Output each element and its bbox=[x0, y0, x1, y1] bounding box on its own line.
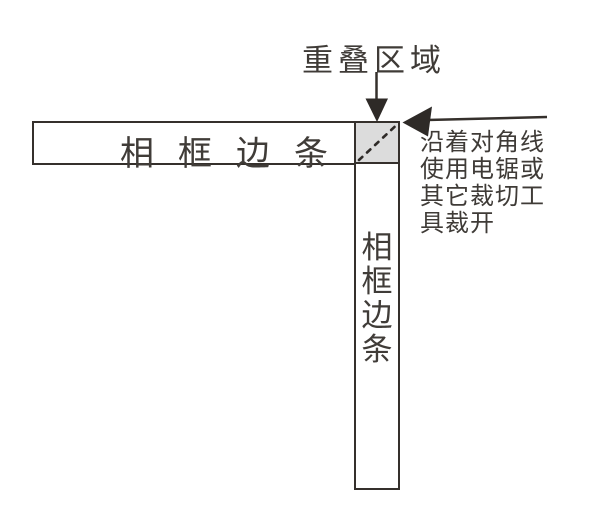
note-line: 使用电锯或 bbox=[420, 157, 545, 183]
overlap-region-label: 重叠区域 bbox=[302, 43, 446, 78]
horizontal-frame-strip bbox=[32, 121, 400, 165]
note-line: 沿着对角线 bbox=[420, 130, 545, 156]
note-line: 具裁开 bbox=[420, 211, 495, 237]
cutting-instruction-note: 沿着对角线 使用电锯或 其它裁切工 具裁开 bbox=[420, 130, 570, 238]
vertical-strip-label: 相 框 边 条 bbox=[354, 231, 400, 367]
vertical-strip-label-char: 条 bbox=[361, 332, 393, 367]
vertical-strip-label-char: 框 bbox=[361, 264, 393, 299]
vertical-strip-label-char: 相 bbox=[361, 230, 393, 265]
note-line: 其它裁切工 bbox=[420, 184, 545, 210]
vertical-frame-strip bbox=[354, 162, 400, 490]
overlap-square bbox=[354, 121, 400, 165]
horizontal-strip-label: 相框边条 bbox=[120, 136, 352, 173]
vertical-strip-label-char: 边 bbox=[361, 298, 393, 333]
